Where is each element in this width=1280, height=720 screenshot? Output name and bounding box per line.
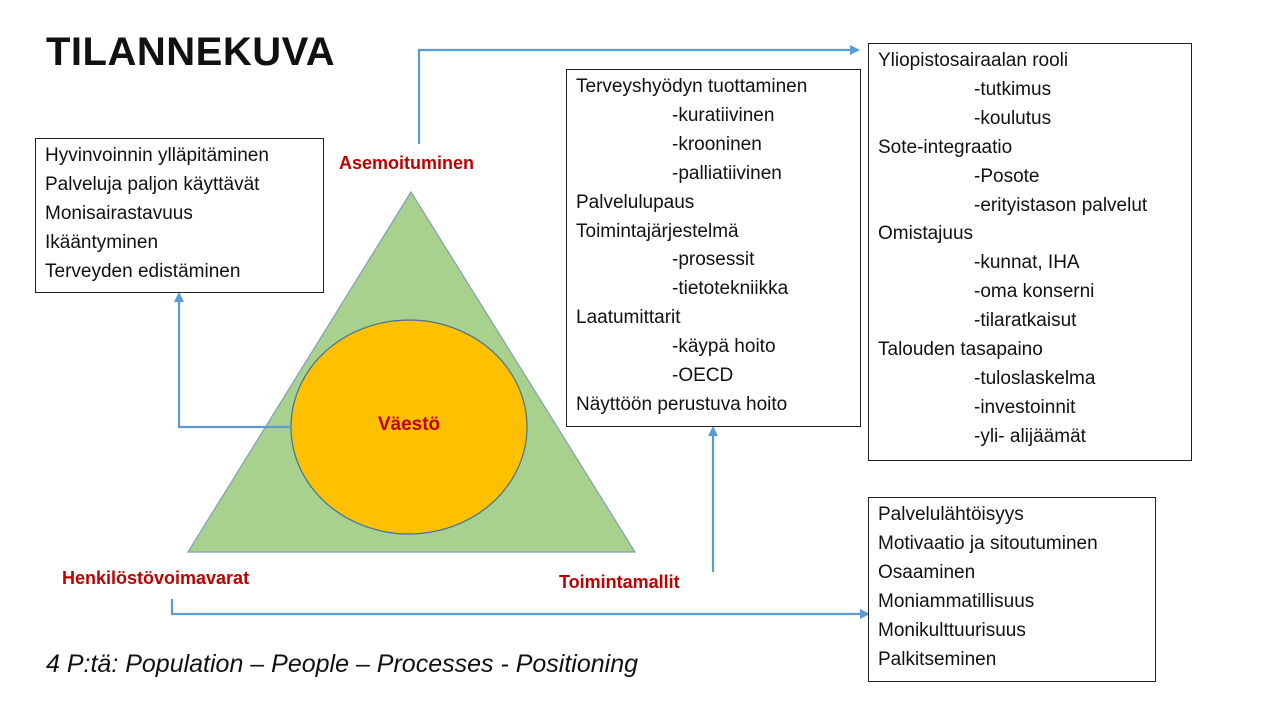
box-line: -investoinnit xyxy=(974,396,1076,418)
box-line: Terveyden edistäminen xyxy=(45,260,241,282)
box-line: -OECD xyxy=(672,365,734,387)
arrow-to-population xyxy=(174,292,291,429)
box-line: -tuloslaskelma xyxy=(974,367,1096,389)
box-line: Motivaatio ja sitoutuminen xyxy=(878,532,1098,554)
box-line: -prosessit xyxy=(672,249,755,271)
box-line: -palliatiivinen xyxy=(672,162,782,184)
arrow-to-positioning xyxy=(417,45,860,144)
corner-label-people: Henkilöstövoimavarat xyxy=(62,568,250,588)
box-line: -tutkimus xyxy=(974,78,1052,100)
box-line: Terveyshyödyn tuottaminen xyxy=(576,76,808,97)
corner-label-positioning: Asemoituminen xyxy=(339,153,475,173)
positioning-box: Yliopistosairaalan rooli -tutkimus -koulut… xyxy=(868,43,1192,461)
box-line: Palkitseminen xyxy=(878,648,997,670)
box-line: -yli- alijäämät xyxy=(974,425,1086,447)
box-line: -tietotekniikka xyxy=(672,278,789,300)
box-line: Monikulttuurisuus xyxy=(878,619,1026,641)
box-line: -Posote xyxy=(974,165,1040,187)
corner-label-processes: Toimintamallit xyxy=(559,572,680,592)
box-line: Omistajuus xyxy=(878,223,974,245)
box-line: Palvelulupaus xyxy=(576,191,695,213)
box-line: Palvelulähtöisyys xyxy=(878,504,1024,525)
box-line: -oma konserni xyxy=(974,281,1095,303)
processes-box: Terveyshyödyn tuottaminen -kuratiivinen -k… xyxy=(566,69,861,427)
box-line: Osaaminen xyxy=(878,561,976,583)
box-line: Näyttöön perustuva hoito xyxy=(576,393,788,415)
box-line: Laatumittarit xyxy=(576,307,681,329)
page-title: TILANNEKUVA xyxy=(46,30,336,74)
box-line: Ikääntyminen xyxy=(45,231,159,253)
box-line: -krooninen xyxy=(672,133,762,155)
box-line: Talouden tasapaino xyxy=(878,339,1043,361)
box-line: Hyvinvoinnin ylläpitäminen xyxy=(45,145,269,166)
box-line: -erityistason palvelut xyxy=(974,194,1148,216)
box-line: Toimintajärjestelmä xyxy=(576,220,739,242)
box-line: Yliopistosairaalan rooli xyxy=(878,50,1069,71)
arrow-to-people xyxy=(170,599,870,619)
box-line: -tilaratkaisut xyxy=(974,310,1077,332)
box-line: -käypä hoito xyxy=(672,336,776,358)
box-line: Sote-integraatio xyxy=(878,136,1013,158)
box-line: -kuratiivinen xyxy=(672,104,775,126)
box-line: -kunnat, IHA xyxy=(974,252,1080,274)
footer-caption: 4 P:tä: Population – People – Processes … xyxy=(46,650,639,678)
box-line: -koulutus xyxy=(974,107,1052,129)
box-line: Moniammatillisuus xyxy=(878,590,1035,612)
box-line: Monisairastavuus xyxy=(45,202,193,224)
box-line: Palveluja paljon käyttävät xyxy=(45,173,260,195)
center-label-population: Väestö xyxy=(377,414,441,435)
